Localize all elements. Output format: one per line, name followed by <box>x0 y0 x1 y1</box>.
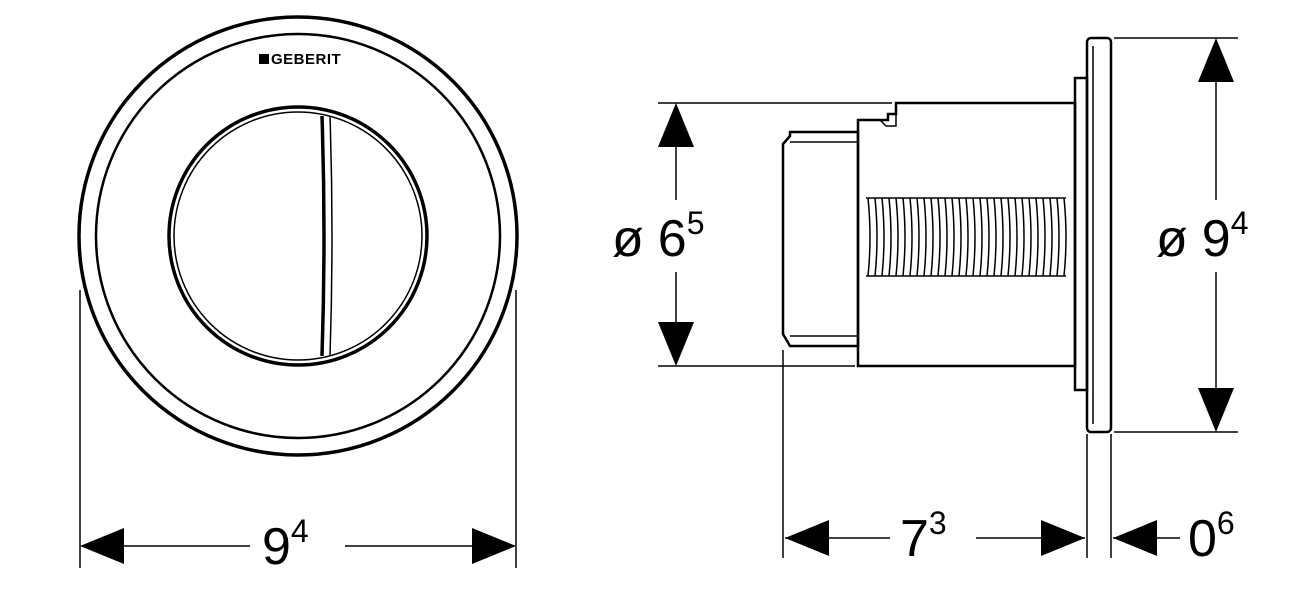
thread-rib <box>874 197 878 277</box>
body-notch <box>879 114 897 127</box>
plate-label: 06 <box>1188 505 1235 568</box>
thread-rib <box>937 197 941 277</box>
plate-dimension: 06 <box>1113 505 1235 568</box>
button-inner-edge <box>173 111 423 361</box>
flange-step <box>1073 76 1089 392</box>
front-view: GEBERIT 94 <box>77 15 519 576</box>
thread-rib <box>1035 197 1039 277</box>
thread-rib <box>958 197 962 277</box>
thread-rib <box>1049 197 1053 277</box>
arrow-up-icon <box>658 103 694 147</box>
cover-plate <box>1085 36 1113 434</box>
thread-rib <box>909 197 913 277</box>
thread-rib <box>902 197 906 277</box>
thread-rib <box>944 197 948 277</box>
logo-text: GEBERIT <box>271 51 341 68</box>
arrow-down-large-icon <box>1198 388 1234 432</box>
thread-ribs <box>867 197 1067 277</box>
arrow-depth-right-icon <box>1041 520 1085 556</box>
front-width-label: 94 <box>262 513 309 576</box>
thread-rib <box>1014 197 1018 277</box>
arrow-up-large-icon <box>1198 38 1234 82</box>
thread-rib <box>1063 197 1067 277</box>
thread-rib <box>895 197 899 277</box>
thread-rib <box>951 197 955 277</box>
button-split <box>320 115 326 357</box>
arrow-depth-left-icon <box>785 520 829 556</box>
depth-label: 73 <box>900 505 947 568</box>
thread-rib <box>923 197 927 277</box>
thread-rib <box>972 197 976 277</box>
body <box>856 101 1077 368</box>
logo-square-icon <box>259 54 269 64</box>
thread-rib <box>1028 197 1032 277</box>
thread-rib <box>986 197 990 277</box>
thread-rib <box>930 197 934 277</box>
button-split-inner <box>329 115 333 357</box>
thread-rib <box>1042 197 1046 277</box>
thread-rib <box>965 197 969 277</box>
depth-dimension: 73 <box>782 350 1112 568</box>
thread-rib <box>916 197 920 277</box>
thread-rib <box>1021 197 1025 277</box>
arrow-left-icon <box>80 528 124 564</box>
thread-rib <box>993 197 997 277</box>
thread-rib <box>1056 197 1060 277</box>
thread-rib <box>881 197 885 277</box>
thread-rib <box>1000 197 1004 277</box>
geberit-logo: GEBERIT <box>259 51 341 68</box>
inner-ring <box>94 32 502 440</box>
front-width-dimension: 94 <box>79 290 517 576</box>
thread-rib <box>1007 197 1011 277</box>
arrow-right-icon <box>472 528 516 564</box>
thread-rib <box>888 197 892 277</box>
thread-rib <box>867 197 871 277</box>
button-outer-edge <box>167 105 429 367</box>
arrow-down-icon <box>658 322 694 366</box>
outer-ring <box>77 15 519 457</box>
cap <box>781 130 860 348</box>
thread-rib <box>979 197 983 277</box>
